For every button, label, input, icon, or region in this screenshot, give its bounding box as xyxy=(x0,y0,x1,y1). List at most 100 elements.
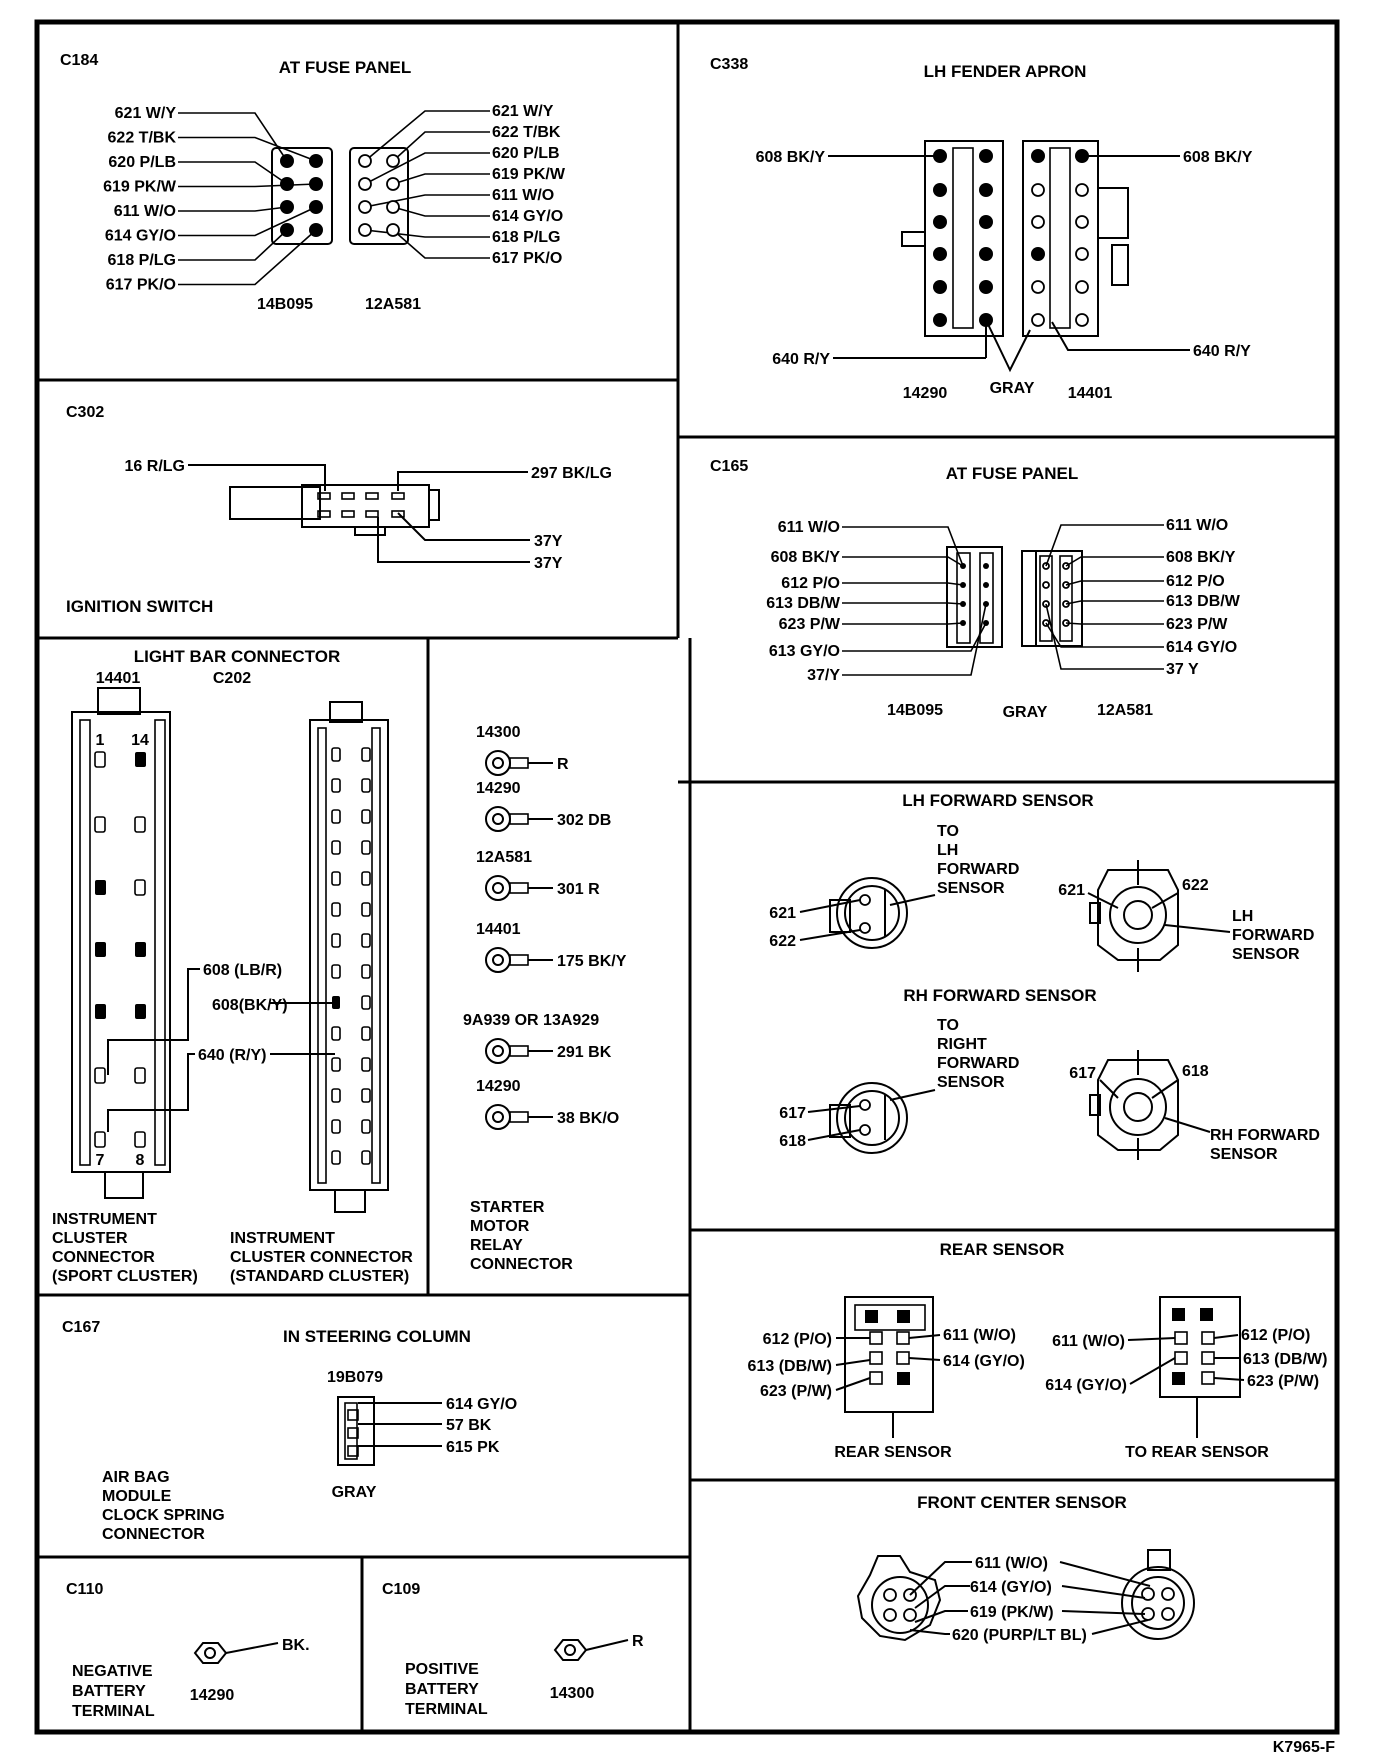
c184-right-wire-label: 620 P/LB xyxy=(492,145,560,162)
c165-connector-14b095 xyxy=(946,546,1003,648)
ring-terminal-icon xyxy=(485,875,511,901)
c184-left-wire-label: 617 PK/O xyxy=(106,277,176,294)
c165-part-right: 12A581 xyxy=(1097,702,1153,719)
c167-cap-0: AIR BAG xyxy=(102,1469,170,1486)
front-wire-2: 619 (PK/W) xyxy=(970,1604,1054,1621)
rh-side-1: SENSOR xyxy=(1210,1146,1278,1163)
lightbar-pin-7: 7 xyxy=(96,1152,105,1169)
rh-to-2: FORWARD xyxy=(937,1055,1019,1072)
lightbar-conn: C202 xyxy=(213,670,251,687)
c338-wire-bot-left: 640 R/Y xyxy=(772,351,830,368)
c184-right-wire-label: 617 PK/O xyxy=(492,250,562,267)
ignition-switch-connector xyxy=(229,484,440,536)
rear-l-right-0: 611 (W/O) xyxy=(943,1327,1016,1344)
c338-connector-14290 xyxy=(901,140,1004,337)
c184-left-wire-label: 614 GY/O xyxy=(105,228,176,245)
lightbar-wire-b: 608(BK/Y) xyxy=(212,997,288,1014)
c165-left-wire-label: 37/Y xyxy=(807,667,840,684)
c184-connector-14b095 xyxy=(271,147,333,245)
rear-cap-left: REAR SENSOR xyxy=(834,1444,952,1461)
c165-right-wire-label: 611 W/O xyxy=(1166,517,1228,534)
c167-cap-1: MODULE xyxy=(102,1488,172,1505)
rh-pin-d: 618 xyxy=(1182,1063,1209,1080)
c110-id: C110 xyxy=(66,1581,103,1598)
standard-cluster-pin xyxy=(331,933,341,948)
ring-terminal-icon xyxy=(485,1038,511,1064)
c109-cap-2: TERMINAL xyxy=(405,1701,488,1718)
front-sensor-panel: FRONT CENTER SENSOR 611 (W/O) 614 (GY/O)… xyxy=(856,1493,1195,1644)
c165-title: AT FUSE PANEL xyxy=(946,464,1079,483)
c184-left-leader xyxy=(178,206,317,237)
c184-right-wire-label: 621 W/Y xyxy=(492,103,554,120)
c184-right-leader xyxy=(392,173,490,185)
lightbar-pin-14: 14 xyxy=(131,732,149,749)
c302-wire-right: 297 BK/LG xyxy=(531,465,612,482)
rear-cap-right: TO REAR SENSOR xyxy=(1125,1444,1269,1461)
lh-side-1: FORWARD xyxy=(1232,927,1314,944)
c110-part: 14290 xyxy=(190,1687,235,1704)
c110-cap-0: NEGATIVE xyxy=(72,1663,153,1680)
c184-left-leader xyxy=(178,229,288,261)
c165-right-wire-label: 623 P/W xyxy=(1166,616,1228,633)
c338-wire-top-right: 608 BK/Y xyxy=(1183,149,1253,166)
c167-title: IN STEERING COLUMN xyxy=(283,1327,471,1346)
starter-terminal-wire: R xyxy=(557,756,569,773)
c184-left-wire-label: 620 P/LB xyxy=(108,154,176,171)
c109-id: C109 xyxy=(382,1581,420,1598)
standard-cluster-pin xyxy=(331,1088,341,1103)
ring-terminal-hole xyxy=(492,1045,504,1057)
ring-terminal-hole xyxy=(492,954,504,966)
starter-terminal-part: 14290 xyxy=(476,1078,521,1095)
c184-right-leader xyxy=(392,206,490,217)
front-sensor-connector-left xyxy=(856,1555,942,1642)
c165-left-wire-label: 623 P/W xyxy=(779,616,841,633)
starter-cap-2: RELAY xyxy=(470,1237,523,1254)
figure-code: K7965-F xyxy=(1273,1739,1335,1756)
ring-terminal-barrel xyxy=(509,813,529,825)
front-wire-3: 620 (PURP/LT BL) xyxy=(952,1627,1087,1644)
standard-cluster-pin xyxy=(361,1150,371,1165)
c165-right-wire-label: 613 DB/W xyxy=(1166,593,1241,610)
c302-wire-b2: 37Y xyxy=(534,555,563,572)
c165-left-leader xyxy=(842,602,964,605)
c184-right-leader xyxy=(364,152,490,185)
rear-r-left-0: 611 (W/O) xyxy=(1052,1333,1125,1350)
starter-cap-3: CONNECTOR xyxy=(470,1256,573,1273)
ring-terminal-barrel xyxy=(509,1111,529,1123)
lh-sensor-title: LH FORWARD SENSOR xyxy=(902,791,1093,810)
standard-cluster-pin xyxy=(361,1026,371,1041)
clock-spring-connector xyxy=(337,1396,375,1466)
negative-terminal-icon xyxy=(193,1642,279,1664)
c184-right-leader xyxy=(364,194,490,208)
c165-color: GRAY xyxy=(1003,704,1048,721)
lh-pin-a: 621 xyxy=(769,905,796,922)
c109-wire: R xyxy=(632,1633,644,1650)
c165-right-leader xyxy=(1065,556,1164,567)
rear-sensor-connector-left xyxy=(844,1296,934,1413)
c167-color: GRAY xyxy=(332,1484,377,1501)
c184-left-leader xyxy=(178,161,288,185)
rear-sensor-connector-right xyxy=(1159,1296,1241,1398)
rh-sensor-body xyxy=(1089,1050,1179,1160)
c165-right-leader xyxy=(1045,603,1164,670)
rh-to-3: SENSOR xyxy=(937,1074,1005,1091)
c184-left-wire-label: 621 W/Y xyxy=(115,105,177,122)
standard-cluster-pin xyxy=(361,840,371,855)
standard-cluster-pin xyxy=(361,933,371,948)
c165-left-wire-label: 612 P/O xyxy=(781,575,840,592)
c165-right-leader xyxy=(1045,622,1164,648)
standard-cluster-pin xyxy=(331,778,341,793)
c338-id: C338 xyxy=(710,56,748,73)
c184-right-leader xyxy=(392,229,490,259)
ring-terminal-hole xyxy=(492,882,504,894)
rh-to-1: RIGHT xyxy=(937,1036,987,1053)
rear-r-left-1: 614 (GY/O) xyxy=(1045,1377,1127,1394)
c165-right-leader xyxy=(1045,524,1164,567)
starter-terminal-wire: 301 R xyxy=(557,881,600,898)
starter-terminal-wire: 291 BK xyxy=(557,1044,612,1061)
starter-terminal-part: 14300 xyxy=(476,724,521,741)
c184-left-wire-label: 619 PK/W xyxy=(103,179,177,196)
